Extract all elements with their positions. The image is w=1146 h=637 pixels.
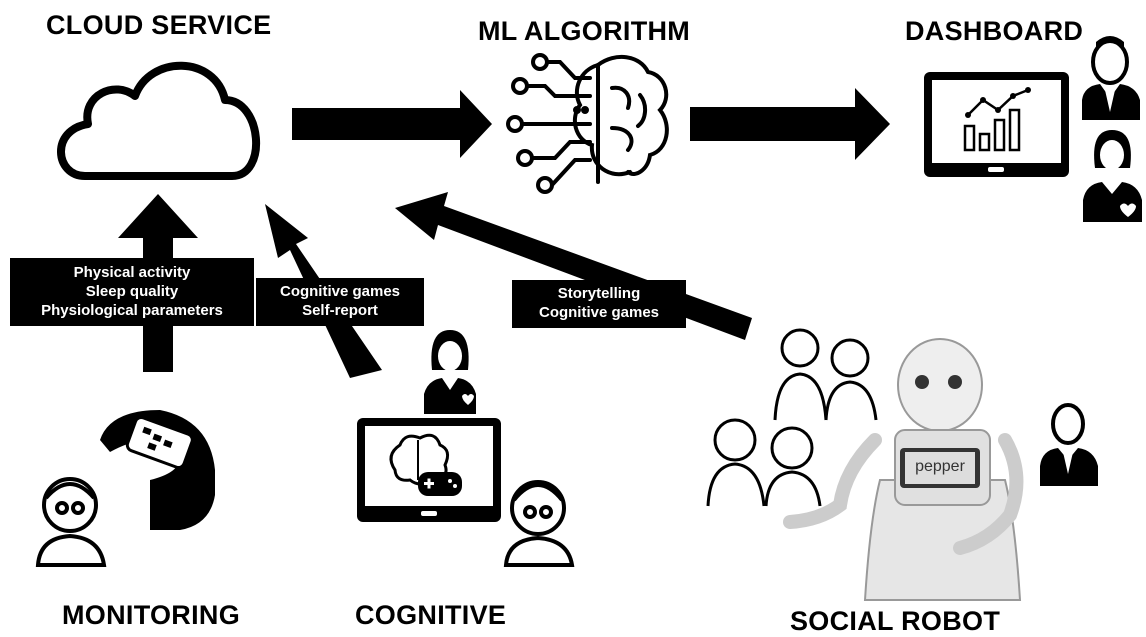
cloud-icon xyxy=(57,61,261,180)
title-ml-algorithm: ML ALGORITHM xyxy=(478,16,691,46)
elderly-group-icon xyxy=(706,328,878,507)
doctor-female-icon xyxy=(1083,130,1142,222)
label-sleep-quality: Sleep quality xyxy=(85,282,179,300)
title-dashboard: DASHBOARD xyxy=(905,16,1084,46)
title-cognitive: COGNITIVE xyxy=(355,600,507,630)
doctor-female-icon xyxy=(424,330,476,414)
elderly-person-icon xyxy=(35,477,107,567)
label-physical-activity: Physical activity xyxy=(73,264,191,281)
tablet-brain-game-icon xyxy=(357,418,501,522)
doctor-male-icon xyxy=(1082,36,1140,120)
label-monitoring-data: Physical activity Sleep quality Physiolo… xyxy=(10,258,254,327)
label-self-report: Self-report xyxy=(302,301,378,319)
label-cognitive-data: Cognitive games Self-report xyxy=(256,278,424,326)
title-monitoring: MONITORING xyxy=(62,600,240,630)
label-social-robot-data: Storytelling Cognitive games xyxy=(512,280,686,328)
robot-screen-label: pepper xyxy=(915,458,965,475)
label-storytelling: Storytelling xyxy=(557,285,641,302)
dashboard-tablet-chart-icon xyxy=(924,72,1069,177)
elderly-person-icon xyxy=(503,480,575,567)
label-cognitive-games-robot: Cognitive games xyxy=(538,303,660,321)
smart-band-icon xyxy=(100,410,215,530)
label-physiological-parameters: Physiological parameters xyxy=(41,301,223,319)
ml-brain-circuit-icon xyxy=(506,53,669,194)
title-cloud-service: CLOUD SERVICE xyxy=(46,10,272,40)
label-cognitive-games: Cognitive games xyxy=(279,283,401,300)
doctor-male-icon xyxy=(1040,403,1098,486)
arrow-ml-to-dashboard xyxy=(690,88,890,160)
title-social-robot: SOCIAL ROBOT xyxy=(790,606,1001,636)
pepper-robot-icon xyxy=(783,338,1024,601)
arrow-cloud-to-ml xyxy=(292,90,492,158)
